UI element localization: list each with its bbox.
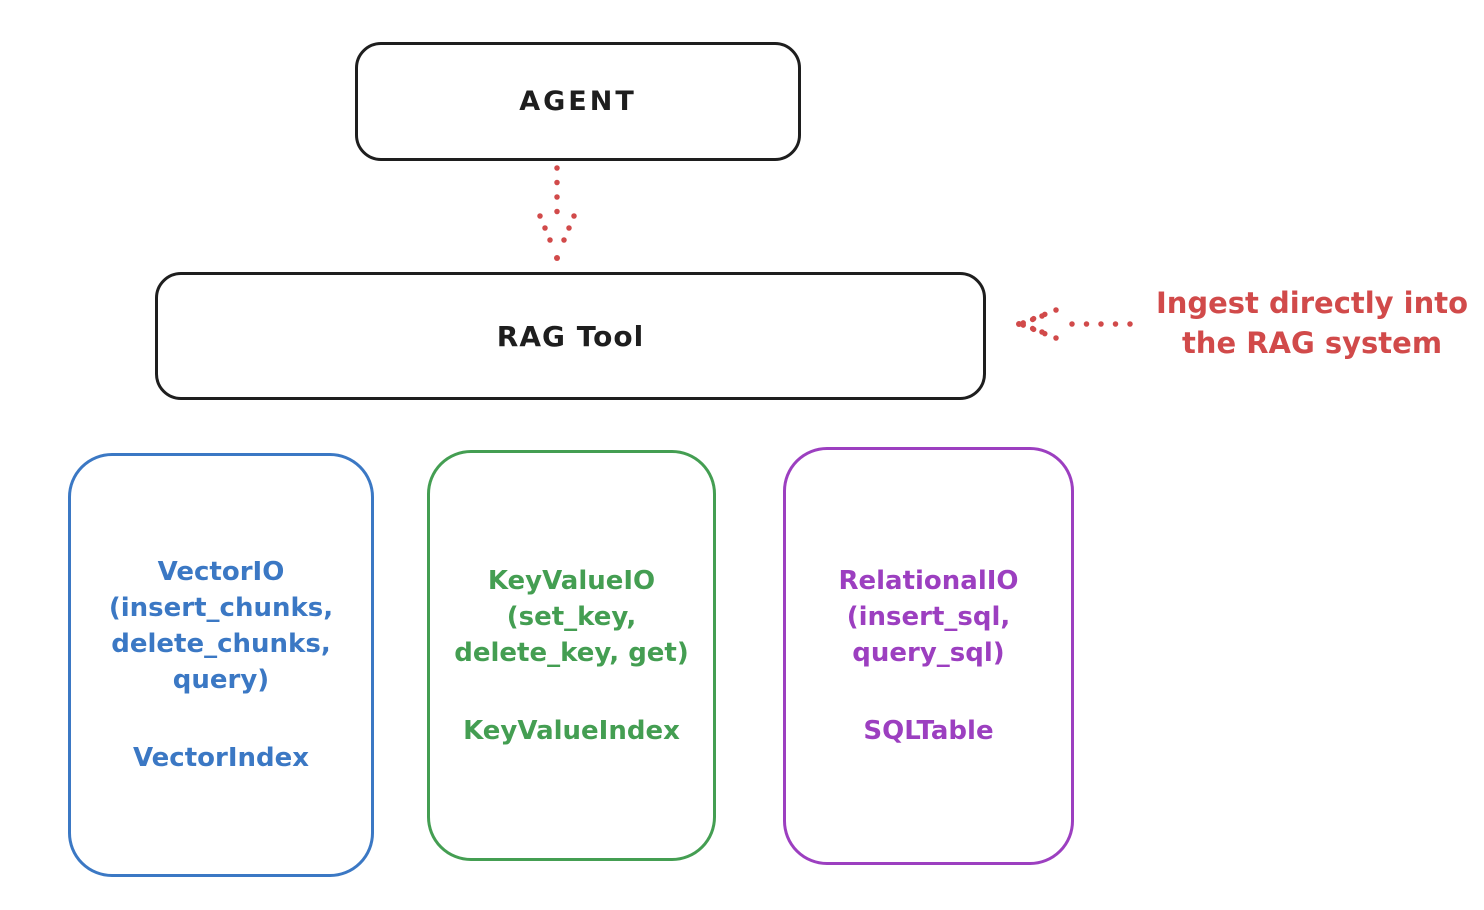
vector-io-box: VectorIO (insert_chunks, delete_chunks, … — [68, 453, 374, 877]
annotation-line-1: Ingest directly into — [1155, 286, 1469, 320]
rag-tool-node: RAG Tool — [155, 272, 986, 400]
keyvalue-io-signature: KeyValueIO (set_key, delete_key, get) — [454, 563, 689, 671]
keyvalue-io-line: (set_key, — [506, 601, 637, 632]
vector-index-label: VectorIndex — [132, 743, 310, 773]
annotation-to-ragtool-arrow-icon — [1016, 307, 1133, 341]
vector-io-line: (insert_chunks, — [108, 593, 334, 623]
keyvalue-io-line: delete_key, get) — [454, 637, 689, 668]
relational-io-box: RelationalIO (insert_sql, query_sql) SQL… — [783, 447, 1074, 865]
keyvalue-io-box: KeyValueIO (set_key, delete_key, get) Ke… — [427, 450, 716, 861]
vector-io-line: query) — [172, 665, 270, 695]
vector-io-line: VectorIO — [157, 557, 285, 587]
vector-io-line: delete_chunks, — [111, 629, 331, 659]
annotation-line-2: the RAG system — [1181, 326, 1443, 360]
keyvalue-index-label: KeyValueIndex — [463, 715, 680, 746]
annotation-text: Ingest directly into the RAG system — [1138, 283, 1484, 363]
sql-table-label: SQLTable — [863, 716, 994, 746]
vector-io-signature: VectorIO (insert_chunks, delete_chunks, … — [109, 554, 333, 698]
agent-to-ragtool-arrow-icon — [537, 165, 577, 261]
relational-io-line: query_sql) — [852, 638, 1005, 668]
relational-io-signature: RelationalIO (insert_sql, query_sql) — [838, 563, 1018, 671]
agent-label: AGENT — [519, 86, 637, 117]
relational-io-line: (insert_sql, — [846, 602, 1011, 632]
rag-tool-label: RAG Tool — [496, 319, 645, 353]
agent-node: AGENT — [355, 42, 801, 161]
relational-io-line: RelationalIO — [838, 566, 1019, 596]
keyvalue-io-line: KeyValueIO — [487, 565, 656, 596]
